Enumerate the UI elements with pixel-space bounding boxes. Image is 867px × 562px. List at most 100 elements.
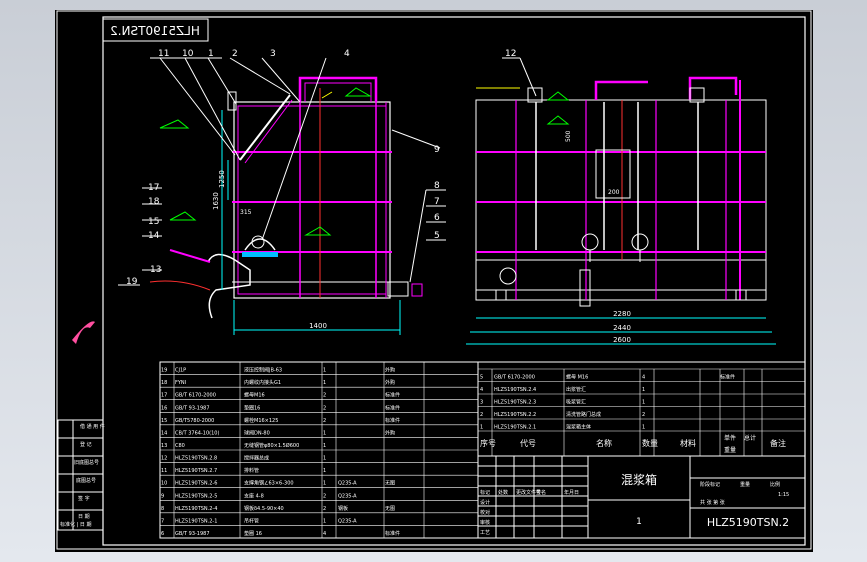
table-cell: 螺栓M16×125 [244, 417, 278, 424]
table-cell: 1 [323, 518, 326, 524]
svg-text:11: 11 [158, 49, 169, 59]
table-cell: 15 [161, 418, 167, 424]
svg-text:重量: 重量 [740, 481, 750, 488]
table-header-cell: 代号 [520, 438, 536, 448]
table-cell: 垫圈 16 [244, 530, 262, 537]
table-cell: 1 [323, 468, 326, 474]
table-cell: GB/T5780-2000 [175, 418, 214, 424]
dim-500: 500 [565, 130, 572, 142]
table-cell: 排料管 [244, 467, 259, 474]
svg-text:更改文件号: 更改文件号 [516, 489, 541, 496]
table-header-cell: 单件 [724, 434, 736, 442]
svg-text:工艺: 工艺 [480, 530, 490, 536]
table-cell: 1 [323, 380, 326, 386]
table-header-cell: 名称 [596, 438, 612, 448]
table-cell: 钢板δ4.5-90×40 [244, 505, 284, 512]
table-header-cell: 备注 [770, 438, 786, 448]
mirrored-drawing-number: HLZ5190TSN.2 [102, 18, 209, 42]
table-cell: HLZ5190TSN.2.4 [494, 387, 536, 393]
dim-1250: 1250 [218, 170, 226, 188]
svg-text:6: 6 [434, 213, 440, 223]
table-cell: 标准件 [385, 530, 400, 537]
table-cell: HLZ5190TSN.2-6 [175, 481, 217, 487]
svg-text:15: 15 [148, 217, 159, 227]
outer-frame [56, 10, 812, 550]
table-cell: 外购 [385, 429, 395, 436]
table-cell: HLZ5190TSN.2.8 [175, 456, 217, 462]
table-cell: 1 [642, 400, 645, 406]
table-cell: 标准件 [385, 417, 400, 424]
table-cell: 2 [323, 418, 326, 424]
table-cell: 10 [161, 481, 167, 487]
svg-text:HLZ5190TSN.2: HLZ5190TSN.2 [110, 24, 200, 38]
table-cell: 外购 [385, 379, 395, 386]
dim-2440: 2440 [613, 324, 631, 332]
table-cell: 出浆管汇 [566, 386, 586, 393]
table-cell: 2 [323, 506, 326, 512]
svg-text:共 张 第 张: 共 张 第 张 [700, 499, 725, 506]
table-cell: 标准件 [720, 374, 735, 381]
table-cell: 4 [323, 531, 326, 537]
svg-text:2: 2 [232, 49, 238, 59]
svg-text:19: 19 [126, 277, 138, 287]
svg-text:5: 5 [434, 231, 440, 241]
strip-row-1: 借 通 用 件 [80, 423, 105, 430]
svg-text:10: 10 [182, 49, 194, 59]
svg-text:7: 7 [434, 197, 440, 207]
strip-row-5: 签 字 [78, 495, 90, 502]
table-cell: 钢板 [338, 505, 348, 512]
dim-1630: 1630 [212, 192, 220, 210]
table-cell: 17 [161, 393, 167, 399]
table-cell: CJ1P [175, 368, 186, 374]
svg-text:年月日: 年月日 [564, 489, 579, 496]
table-cell: 3 [480, 400, 483, 406]
sheet-number: 1 [636, 517, 642, 527]
table-cell: 1 [323, 443, 326, 449]
table-cell: HLZ5190TSN.2-4 [175, 506, 217, 512]
table-cell: 18 [161, 380, 167, 386]
title-drawing-number: HLZ5190TSN.2 [707, 516, 789, 529]
table-cell: 支撑角钢∠63×6-300 [244, 480, 294, 487]
table-cell: 1 [323, 430, 326, 436]
dim-2280: 2280 [613, 310, 631, 318]
table-cell: 11 [161, 468, 167, 474]
svg-text:设计: 设计 [480, 499, 490, 506]
strip-row-3: 旧底图总号 [74, 459, 99, 466]
table-header-cell: 总计 [744, 434, 756, 442]
table-cell: 2 [480, 412, 483, 418]
strip-row-2: 登 记 [80, 441, 92, 448]
table-cell: 标准件 [385, 404, 400, 411]
table-cell: HLZ5190TSN.2.3 [494, 400, 536, 406]
table-cell: 支座 4-8 [244, 492, 264, 499]
left-record-strip: 借 通 用 件 登 记 旧底图总号 底图总号 签 字 日 期 标准化 | 日 期 [57, 419, 105, 531]
table-cell: 1 [323, 481, 326, 487]
table-cell: 4 [642, 375, 645, 381]
table-header-cell: 材料 [680, 438, 696, 448]
table-cell: 外购 [385, 367, 395, 374]
table-cell: 1 [323, 368, 326, 374]
svg-text:阶段标记: 阶段标记 [700, 481, 720, 488]
table-cell: 球阀DN-80 [244, 429, 270, 436]
table-cell: 螺母M16 [244, 392, 265, 399]
svg-text:处数: 处数 [498, 489, 508, 496]
table-cell: 无图 [385, 506, 395, 512]
svg-text:8: 8 [434, 181, 440, 191]
title-block: 标记 处数 更改文件号 签名 年月日 设计 校对 审核 工艺 混浆箱 1 阶段标… [477, 455, 806, 539]
table-cell: 无图 [385, 481, 395, 487]
table-cell: 5 [480, 375, 483, 381]
table-cell: 13 [161, 443, 167, 449]
svg-text:签名: 签名 [536, 489, 546, 496]
table-cell: 8 [161, 506, 164, 512]
table-cell: Q235-A [338, 493, 357, 499]
svg-text:比例: 比例 [770, 481, 780, 488]
table-header-cell: 数量 [642, 438, 658, 448]
table-cell: GB/T 93-1987 [175, 405, 210, 411]
svg-text:校对: 校对 [480, 509, 490, 516]
dim-315: 315 [240, 209, 252, 216]
svg-text:13: 13 [150, 265, 161, 275]
table-cell: 2 [323, 493, 326, 499]
table-cell: GB/T 6170-2000 [494, 375, 535, 381]
svg-text:4: 4 [344, 49, 350, 59]
